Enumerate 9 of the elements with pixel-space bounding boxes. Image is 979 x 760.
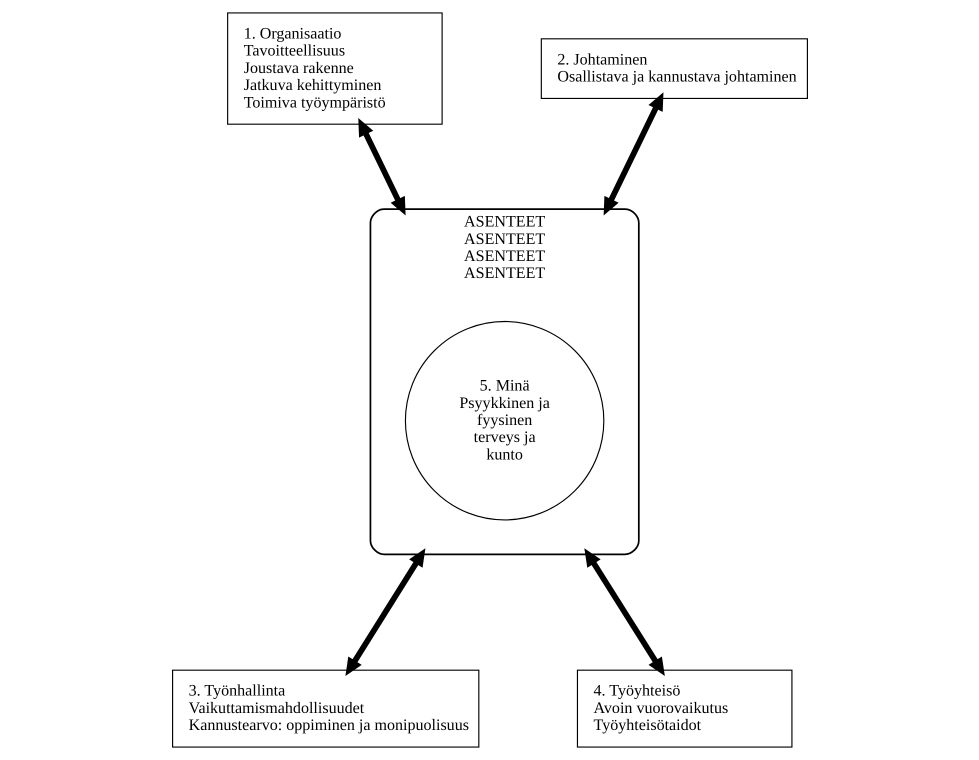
node-box: 2. Johtaminen Osallistava ja kannustava johtaminen (540, 38, 808, 99)
node-box: 4. Työyhteisö Avoin vuorovaikutus Työyhteisötaidot (576, 670, 792, 748)
node-box: 3. Työnhallinta Vaikuttamismahdollisuudet Kannustearvo: oppiminen ja monipuolisuus (172, 670, 479, 748)
node-box: 1. Organisaatio Tavoitteellisuus Joustava rakenne Jatkuva kehittyminen Toimiva työympäristö (226, 12, 442, 125)
arrow (584, 548, 664, 676)
arrow (603, 92, 663, 216)
arrow (344, 548, 425, 676)
node-circle: 5. Minä Psyykkinen ja fyysinen terveys ja kunto (404, 320, 604, 520)
arrow (358, 118, 406, 216)
